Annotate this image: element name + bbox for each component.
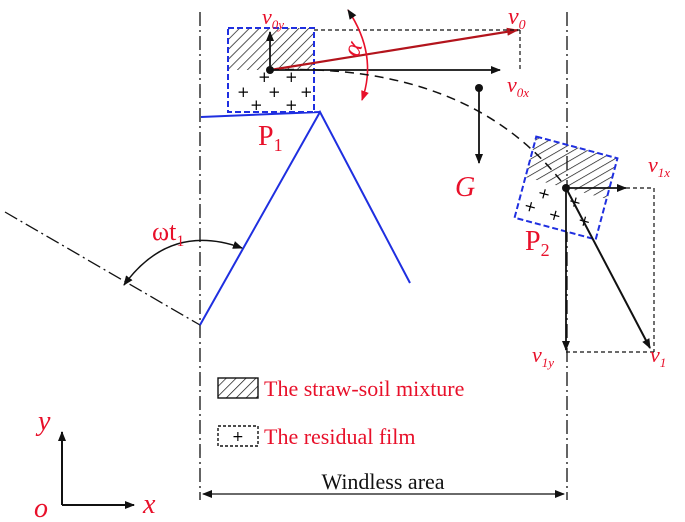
p2-outline — [513, 135, 619, 241]
omega-angle-arc — [123, 239, 243, 286]
alpha-angle-arc — [347, 9, 369, 101]
p1-straw-soil — [228, 28, 314, 70]
gravity-label: G — [455, 172, 475, 203]
v1y-label: v1y — [532, 342, 554, 370]
legend-straw-soil-label: The straw-soil mixture — [264, 376, 464, 401]
omega-label: ωt1 — [152, 217, 184, 250]
svg-text:+: + — [547, 205, 564, 226]
windless-area-label: Windless area — [321, 469, 444, 494]
legend-film-swatch — [217, 425, 259, 447]
p2-label: P2 — [525, 226, 550, 260]
svg-text:+: + — [232, 429, 244, 445]
svg-text:+: + — [536, 183, 553, 204]
p1-label: P1 — [258, 121, 283, 155]
p2-center-dot — [562, 184, 570, 192]
svg-text:+: + — [285, 68, 298, 86]
x-axis-label: x — [142, 489, 156, 520]
blue-blade — [199, 109, 411, 326]
v1x-label: v1x — [648, 152, 670, 180]
v0-label: v0 — [508, 4, 526, 33]
origin-label: o — [34, 493, 48, 522]
v0x-label: v0x — [507, 72, 529, 100]
reference-dashdot-line — [4, 211, 201, 326]
v0-vector — [269, 27, 519, 72]
alpha-label: α — [336, 36, 368, 60]
legend-film-label: The residual film — [264, 424, 416, 449]
legend-straw-soil-swatch — [217, 377, 259, 399]
svg-text:+: + — [268, 83, 281, 101]
y-axis-label: y — [35, 406, 51, 437]
svg-text:+: + — [285, 96, 298, 114]
v1-label: v1 — [650, 342, 666, 370]
v1-vector — [565, 187, 651, 349]
svg-text:+: + — [300, 83, 313, 101]
svg-text:+: + — [250, 96, 263, 114]
particle-p1: + + + + + + + — [227, 27, 315, 114]
v0y-label: v0y — [262, 4, 284, 32]
p1-film — [228, 70, 314, 112]
legend: The straw-soil mixture + The residual fi… — [217, 376, 464, 449]
svg-text:+: + — [522, 196, 539, 217]
svg-text:+: + — [237, 83, 250, 101]
